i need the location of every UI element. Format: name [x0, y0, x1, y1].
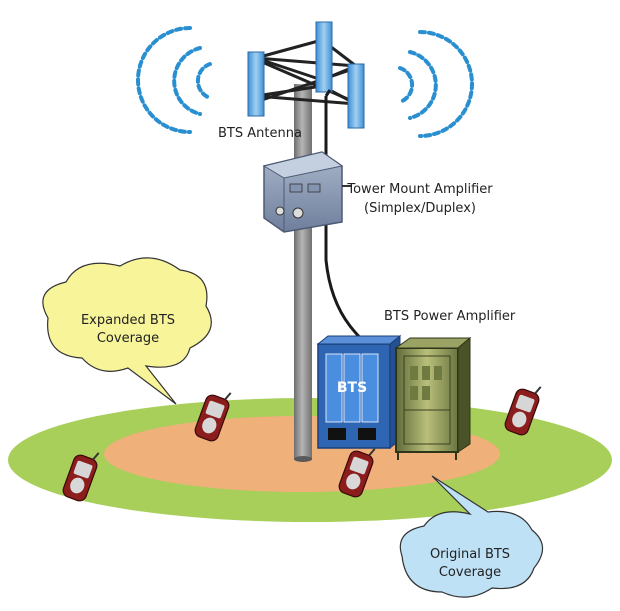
bts-cabinet-label: BTS: [337, 380, 367, 396]
antenna-panel-icon: [247, 21, 365, 129]
original-callout-line2: Coverage: [439, 565, 501, 580]
signal-wave-icon: [136, 26, 212, 134]
tma-label-line1: Tower Mount Amplifier: [346, 182, 493, 197]
mobile-phone-icon: [62, 452, 100, 502]
tma-label-line2: (Simplex/Duplex): [364, 201, 476, 216]
mobile-phone-icon: [194, 392, 232, 442]
bts-antenna-label: BTS Antenna: [218, 126, 302, 141]
expanded-callout-line1: Expanded BTS: [81, 313, 175, 328]
original-coverage-callout: Original BTS Coverage: [399, 475, 544, 598]
expanded-coverage-callout: Expanded BTS Coverage: [42, 257, 212, 405]
mobile-phone-icon: [338, 448, 376, 498]
mobile-phone-icon: [504, 386, 542, 436]
amplifier-box-icon: [262, 151, 352, 233]
bts-cabinet: BTS: [316, 334, 402, 450]
signal-wave-icon: [398, 30, 474, 138]
expanded-callout-line2: Coverage: [97, 331, 159, 346]
power-amplifier-label: BTS Power Amplifier: [384, 309, 516, 324]
original-callout-line1: Original BTS: [430, 547, 510, 562]
equipment-rack-icon: [394, 336, 472, 460]
